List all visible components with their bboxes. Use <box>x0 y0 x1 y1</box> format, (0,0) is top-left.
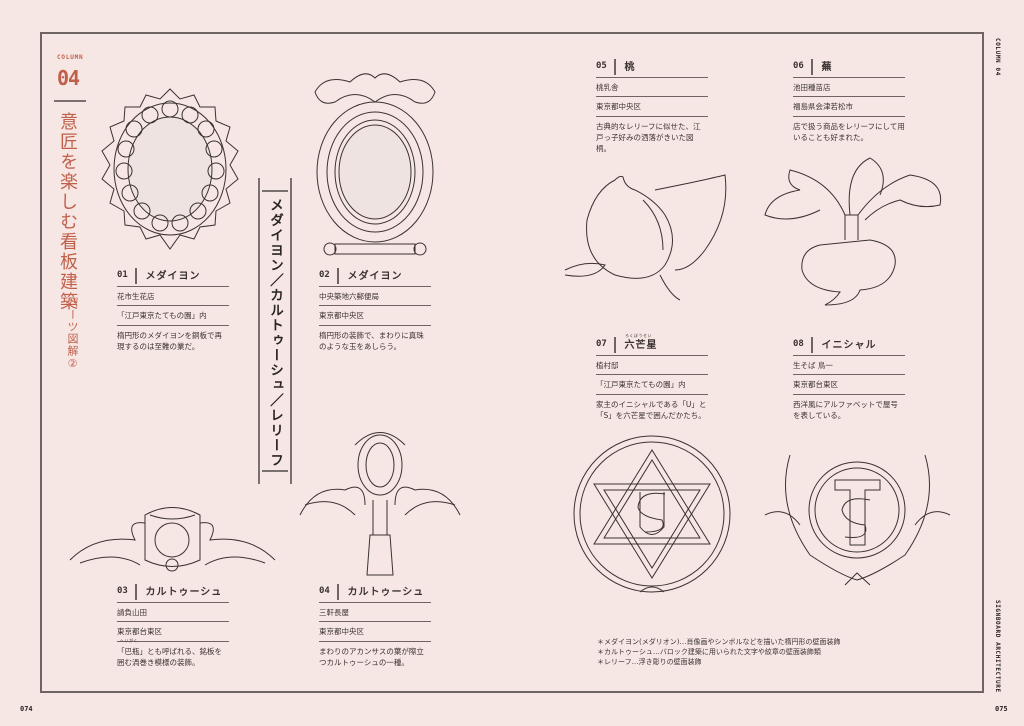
entry-location: 東京都中央区 <box>596 97 708 117</box>
section-banner: メダイヨン／カルトゥーシュ／レリーフ <box>258 178 292 484</box>
side-label-bottom: SIGNBOARD ARCHITECTURE <box>994 600 1001 693</box>
entry-building: 生そば 鳥一 <box>793 356 905 376</box>
entry-location: 東京都台東区 <box>793 375 905 395</box>
entry-name: カルトゥーシュ <box>347 586 425 598</box>
column-rule <box>54 100 86 102</box>
entry-location: 東京都台東区 <box>117 622 229 642</box>
column-number: 04 <box>57 66 80 90</box>
initial-08-illustration <box>764 454 951 586</box>
entry-ruby: へいがく <box>120 637 138 643</box>
footnote: ＊メダイヨン(メダリオン)…肖像画やシンボルなどを描いた楕円形の壁面装飾 <box>597 638 841 646</box>
hexagram-07-illustration <box>573 435 731 593</box>
entry-location: 東京都中央区 <box>319 622 431 642</box>
entry-building: 池田種苗店 <box>793 78 905 98</box>
cartouche-04-illustration <box>299 432 461 576</box>
frame-left-rule <box>40 32 42 693</box>
cartouche-03-illustration <box>69 507 276 572</box>
entry-name: 蕪 <box>821 61 833 73</box>
entry-building: 植村邸 <box>596 356 708 376</box>
footnote: ＊レリーフ…浮き彫りの壁面装飾 <box>597 657 702 666</box>
entry-description: まわりのアカンサスの葉が際立つカルトゥーシュの一種。 <box>319 646 424 667</box>
entry-description: 古典的なレリーフに似せた、江戸っ子好みの洒落がきいた図柄。 <box>596 121 701 154</box>
footnotes: ＊メダイヨン(メダリオン)…肖像画やシンボルなどを描いた楕円形の壁面装飾 ＊カル… <box>597 638 840 667</box>
entry-description: 店で扱う商品をレリーフにして用いることも好まれた。 <box>793 121 905 142</box>
footnote: ＊カルトゥーシュ…バロック建築に用いられた文字や紋章の壁面装飾類 <box>597 647 821 656</box>
entry-name: 六芒星 <box>624 339 658 351</box>
medallion-01-illustration <box>101 88 239 250</box>
entry-building: 桃乳舎 <box>596 78 708 98</box>
entry-name: イニシャル <box>821 339 877 351</box>
turnip-06-illustration <box>764 157 942 306</box>
page-subtitle: パーツ図解② <box>66 297 79 371</box>
entry-description: へいがく「巴瓶」とも呼ばれる、銘板を囲む渦巻き模様の装飾。 <box>117 637 222 667</box>
entry-name: カルトゥーシュ <box>145 586 223 598</box>
entry-location: 東京都中央区 <box>319 306 431 326</box>
side-label-top: COLUMN 04 <box>994 38 1001 76</box>
entry-name: メダイヨン <box>347 270 403 282</box>
frame-top-rule <box>40 32 984 34</box>
entry-name: メダイヨン <box>145 270 201 282</box>
entry-building: 請負山田 <box>117 603 229 623</box>
entry-ruby: ろくぼうせい <box>625 333 652 338</box>
page-title: 意匠を楽しむ看板建築 <box>57 112 78 312</box>
entry-name: 桃 <box>624 61 636 73</box>
column-label: COLUMN <box>57 54 84 61</box>
entry-building: 花市生花店 <box>117 287 229 307</box>
peach-05-illustration <box>564 174 727 301</box>
frame-bottom-rule <box>40 691 984 693</box>
page-number-right: 075 <box>995 705 1008 713</box>
entry-location: 福島県会津若松市 <box>793 97 905 117</box>
medallion-02-illustration <box>314 73 436 256</box>
entry-description: 楕円形の装飾で、まわりに真珠のような玉をあしらう。 <box>319 330 424 351</box>
entry-description: 楕円形のメダイヨンを銅板で再現するのは至難の業だ。 <box>117 330 222 351</box>
entry-location: 「江戸東京たてもの園」内 <box>596 375 708 395</box>
page-number-left: 074 <box>20 705 33 713</box>
frame-right-rule <box>982 32 984 693</box>
entry-description: 西洋風にアルファベットで屋号を表している。 <box>793 399 898 420</box>
entry-location: 「江戸東京たてもの園」内 <box>117 306 229 326</box>
section-banner-text: メダイヨン／カルトゥーシュ／レリーフ <box>267 198 283 468</box>
entry-building: 中央築地六郵便局 <box>319 287 431 307</box>
entry-building: 三軒長屋 <box>319 603 431 623</box>
entry-description: 家主のイニシャルである「U」と「S」を六芒星で囲んだかたち。 <box>596 399 707 420</box>
